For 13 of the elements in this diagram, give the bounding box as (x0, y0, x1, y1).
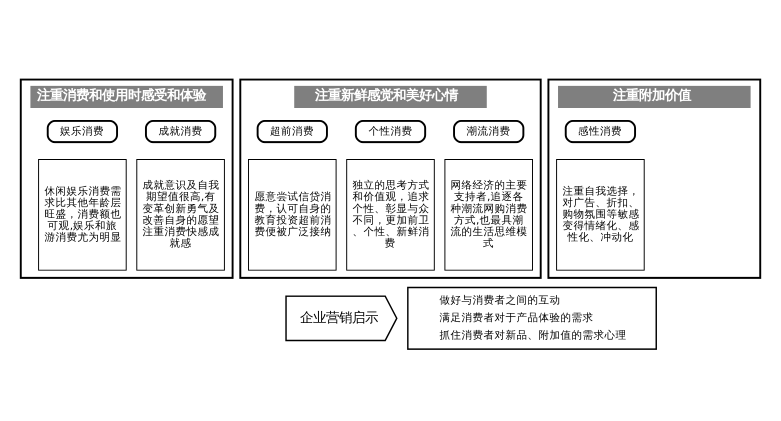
node-box: 休闲娱乐消费需求比其他年龄层旺盛，消费额也可观,娱乐和旅游消费尤为明显 (38, 158, 127, 271)
node-box: 做好与消费者之间的互动 满足消费者对于产品体验的需求 抓住消费者对新品、附加值的需求心理 (407, 286, 657, 350)
node-box: 成就意识及自我期望值很高,有变革创新勇气及改善自身的愿望注重消费快感成就感 (136, 158, 225, 271)
node-box: 感性消费 (564, 120, 636, 144)
node-box: 个性消费 (354, 120, 426, 144)
node-box: 独立的思考方式和价值观，追求个性、彰显与众不同，更加前卫、个性、新鲜消费 (346, 158, 435, 271)
node-box: 超前消费 (256, 120, 328, 144)
node-box: 愿意尝试信贷消费，认可自身的教育投资超前消费便被广泛接纳 (248, 158, 337, 271)
node-box: 娱乐消费 (46, 120, 118, 144)
node-box: 网络经济的主要支持者,追逐各种潮流网购消费方式,也最具潮流的生活思维模式 (444, 158, 533, 271)
node-box: 潮流消费 (453, 120, 524, 144)
node-box: 注重自我选择，对广告、折扣、购物氛围等敏感变得情绪化、感性化、冲动化 (556, 158, 645, 271)
node-box: 成就消费 (144, 120, 216, 144)
